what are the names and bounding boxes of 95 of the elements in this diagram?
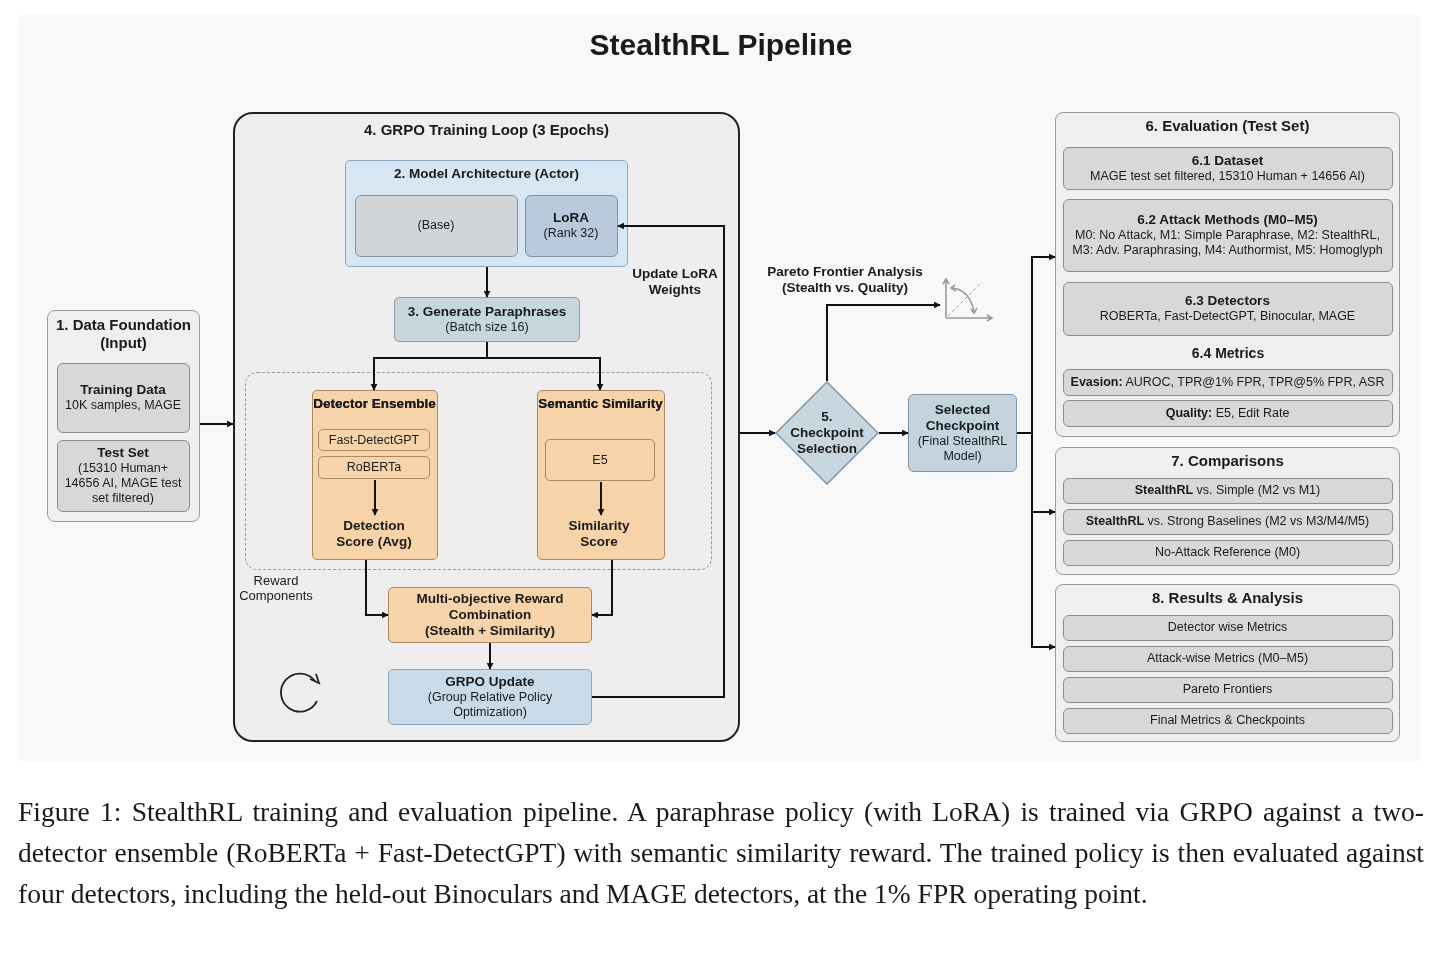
process-box [56,362,190,433]
box-heading: 6.1 Dataset [1191,152,1264,169]
arrow [878,429,909,437]
stage-panel [1055,584,1400,742]
arrow [486,341,604,391]
box-text: 10K samples, MAGE [65,398,181,413]
box-text: Evasion: AUROC, TPR@1% FPR, TPR@5% FPR, ASR [1070,374,1385,390]
model-box [354,194,518,257]
process-box [1062,676,1393,703]
box-text: M0: No Attack, M1: Simple Paraphrase, M2: StealthRL, M3: Adv. Paraphrasing, M4: Authormist, M5: Homoglyph [1071,228,1384,258]
box-text: No-Attack Reference (M0) [1154,545,1301,560]
box-heading: 6.2 Attack Methods (M0–M5) [1137,212,1318,228]
box-heading: Test Set [97,445,149,461]
stage-panel [1055,447,1400,575]
box-heading: Semantic Similarity [537,395,664,412]
process-box [311,389,438,560]
box-heading: Training Data [80,382,166,398]
model-panel [345,160,628,267]
box-text: (Rank 32) [543,226,599,241]
process-box [56,439,190,512]
box-heading: Similarity Score [567,518,631,550]
process-box [1062,146,1393,190]
panel-heading: 2. Model Architecture (Actor) [393,166,580,182]
decision-label: 5. Checkpoint Selection [790,409,864,457]
panel-heading: 8. Results & Analysis [1150,590,1305,606]
process-box [388,587,592,643]
title: StealthRL Pipeline [588,28,854,62]
panel-heading: 1. Data Foundation (Input) [55,316,192,352]
box-text: (Group Relative Policy Optimization) [426,690,554,720]
arrow [597,481,605,516]
box-text: Final Metrics & Checkpoints [1150,713,1305,728]
box-text: (15310 Human+ 14656 AI, MAGE test set filtered) [63,461,183,506]
process-box [545,439,655,481]
box-text: MAGE test set filtered, 15310 Human + 14656 AI) [1090,168,1365,184]
arrow [591,222,725,698]
arrow [591,559,613,619]
process-box [1062,477,1393,504]
box-text: RoBERTa [346,460,402,475]
box-text: Pareto Frontiers [1182,682,1273,697]
arrow [486,642,494,670]
box-heading: LoRA [553,210,589,226]
box-text: Attack-wise Metrics (M0–M5) [1146,651,1309,666]
process-box [1062,399,1393,427]
process-box [318,456,430,479]
box-heading: (Stealth + Similarity) [424,623,556,639]
stage-panel [1055,112,1400,437]
arrow [483,266,491,298]
box-text: StealthRL vs. Strong Baselines (M2 vs M3/M4/M5) [1085,514,1370,529]
box-text: ROBERTa, Fast-DetectGPT, Binocular, MAGE [1099,309,1356,324]
process-box [536,389,665,560]
box-heading: 6.3 Detectors [1185,293,1270,309]
process-box [1062,368,1393,396]
box-text: (Final StealthRL Model) [916,434,1009,464]
arrow [739,429,776,437]
box-text: E5 [592,452,608,468]
arrow [1016,432,1056,651]
panel-heading: 7. Comparisons [1170,453,1285,469]
group-label: Reward Components [238,573,314,603]
box-text: (Batch size 16) [445,320,529,335]
process-box [1062,198,1393,272]
panel-heading: 4. GRPO Training Loop (3 Epochs) [363,122,610,138]
process-box [1062,707,1393,734]
box-heading: Multi-objective Reward Combination [415,591,565,623]
process-box [318,429,430,451]
arrow [365,559,389,619]
process-box [388,669,592,725]
process-box [1062,508,1393,535]
section-heading: 6.4 Metrics [1190,345,1266,361]
box-heading: Selected Checkpoint [924,402,1001,434]
box-text: Fast-DetectGPT [328,432,420,448]
box-text: Quality: E5, Edit Rate [1165,405,1290,421]
edge-label: Pareto Frontier Analysis (Stealth vs. Quality) [766,264,924,296]
adapter-box [524,194,618,257]
stage-panel [47,310,200,522]
box-heading: GRPO Update [445,674,535,690]
panel-heading: 6. Evaluation (Test Set) [1144,118,1311,134]
box-text: (Base) [417,218,455,233]
arrow [826,301,941,382]
arrow [199,420,234,428]
training-loop-panel [233,112,740,742]
box-heading: 3. Generate Paraphrases [407,304,567,320]
box-text: Detector wise Metrics [1167,620,1288,635]
box-heading: Detector Ensemble [312,395,437,412]
process-box [908,394,1017,472]
box-heading: Detection Score (Avg) [335,518,413,550]
process-box [394,297,580,342]
process-box [1062,281,1393,336]
process-box [1062,614,1393,641]
process-box [1062,539,1393,566]
arrow [371,479,379,516]
process-box [1062,645,1393,672]
edge-label: Update LoRA Weights [631,266,719,298]
figure-caption: Figure 1: StealthRL training and evaluation pipeline. A paraphrase policy (with LoRA) is trained via GRPO against a two-detector ensemble (RoBERTa + Fast-DetectGPT) with semantic similarity reward. The trained policy is then evaluated against four detectors, including the held-out Binoculars and MAGE detectors, at the 1% FPR operating point. [18,795,1424,911]
pareto-chart-icon [940,276,995,322]
box-text: StealthRL vs. Simple (M2 vs M1) [1134,483,1321,498]
